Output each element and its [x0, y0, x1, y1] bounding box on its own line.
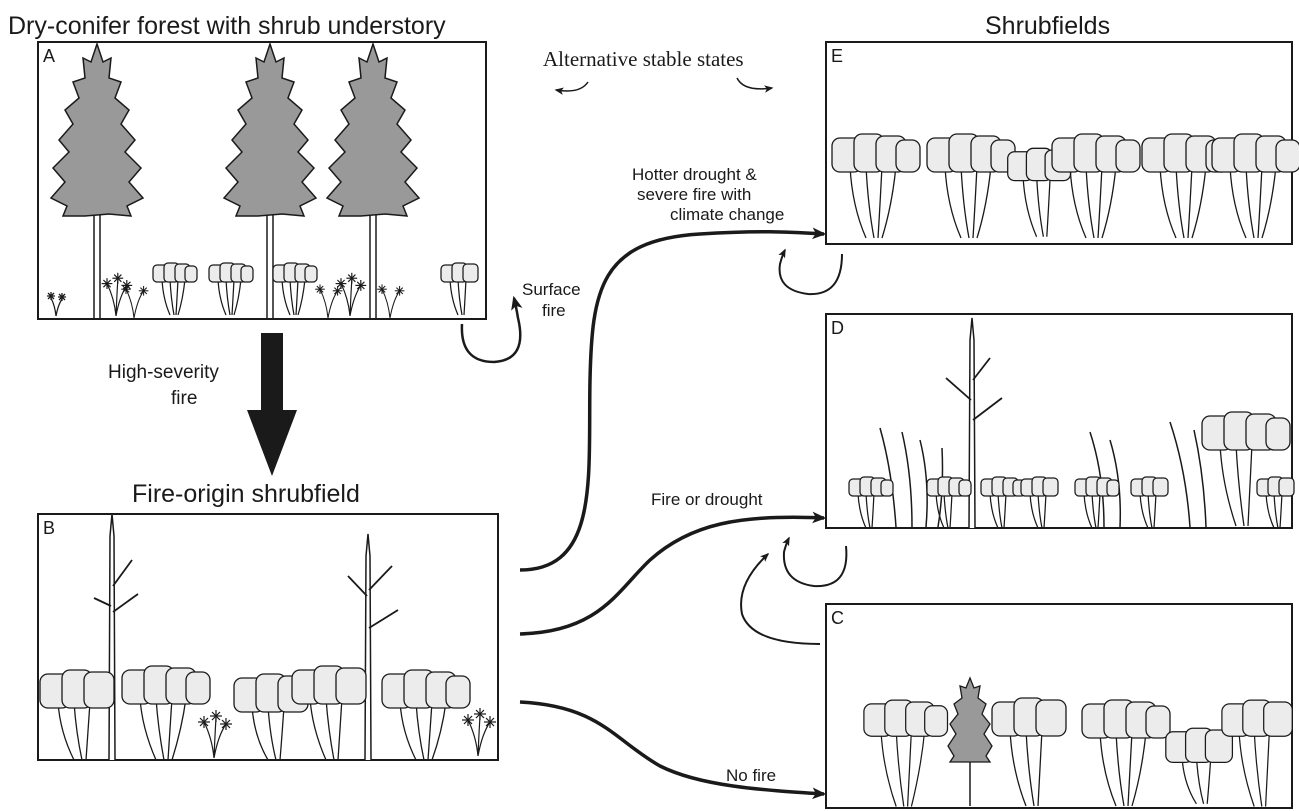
panel-b-frame: [38, 514, 498, 760]
panel-d: D: [826, 314, 1294, 528]
panel-a-heading: Dry-conifer forest with shrub understory: [8, 12, 446, 40]
panel-a-letter: A: [43, 46, 55, 66]
alt-state-left-arrow: [556, 82, 588, 91]
b-to-d-arrow: [520, 517, 824, 634]
shrubfields-heading: Shrubfields: [985, 12, 1110, 40]
panel-c: C: [826, 604, 1292, 808]
hotter-label-line3: climate change: [670, 205, 784, 224]
d-self-loop-arrow: [784, 538, 847, 586]
panel-d-letter: D: [831, 318, 844, 338]
high-severity-label-line1: High-severity: [108, 362, 219, 383]
panel-c-letter: C: [831, 608, 844, 628]
panel-e-letter: E: [831, 46, 843, 66]
alternative-states-label: Alternative stable states: [543, 47, 744, 71]
hotter-label-line1: Hotter drought &: [632, 165, 757, 184]
panel-b: B: [38, 514, 498, 760]
hotter-label-line2: severe fire with: [637, 185, 751, 204]
panel-a: A: [38, 42, 486, 319]
e-self-loop-arrow: [780, 250, 842, 294]
panel-e: E: [826, 42, 1299, 244]
panel-b-letter: B: [43, 518, 55, 538]
panel-b-heading: Fire-origin shrubfield: [132, 480, 360, 508]
surface-fire-label-line1: Surface: [522, 280, 581, 299]
alt-state-right-arrow: [737, 78, 772, 89]
high-severity-label-line2: fire: [171, 388, 197, 409]
surface-fire-label-line2: fire: [542, 301, 566, 320]
b-to-c-arrow: [520, 702, 824, 794]
fire-or-drought-label: Fire or drought: [651, 490, 763, 509]
c-to-d-arrow: [741, 554, 820, 644]
no-fire-label: No fire: [726, 766, 776, 785]
high-severity-fire-arrow: [247, 333, 297, 476]
